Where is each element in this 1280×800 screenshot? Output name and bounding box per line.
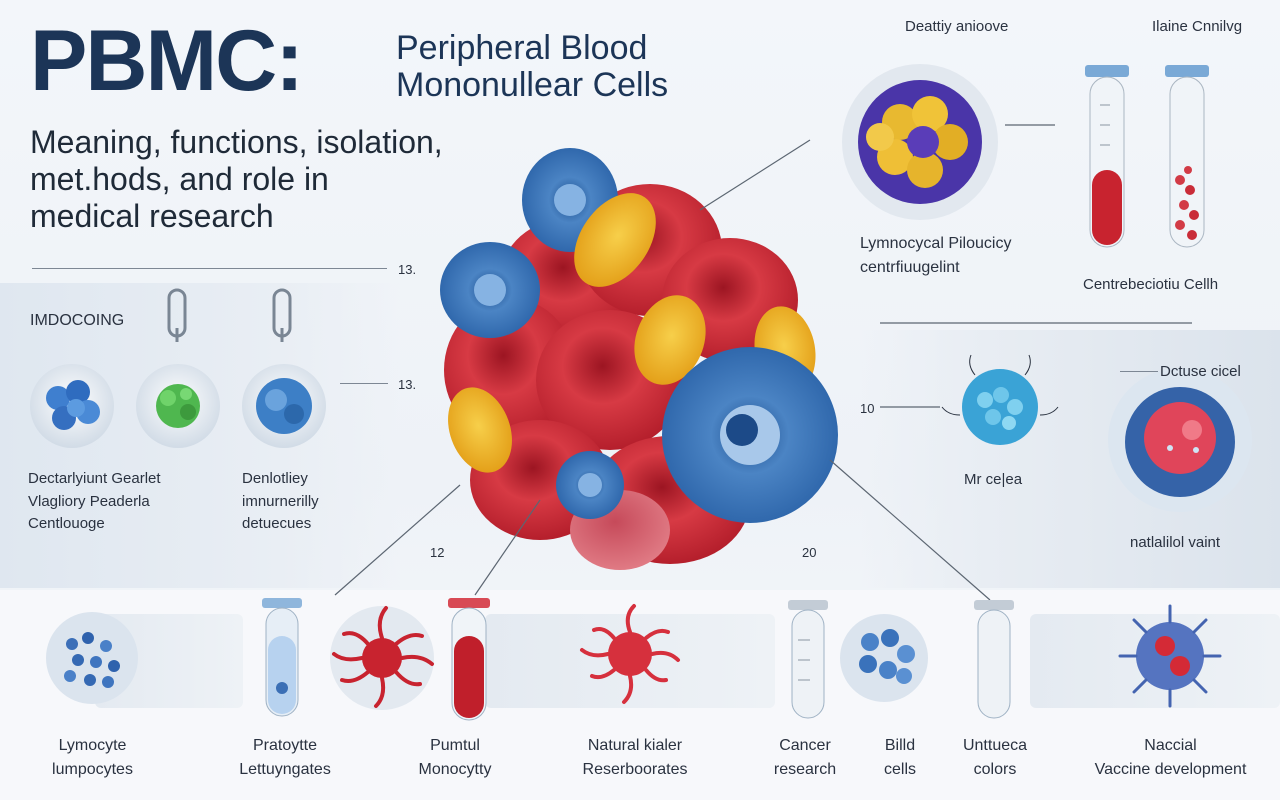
blood-cells-cluster-icon [840,614,928,702]
number-label-c: 12 [430,545,445,560]
top-right-cell-caption: Lymnocycal Piloucicy centrfiuugelint [860,232,1011,280]
top-right-label-b: Ilaine Cnnilvg [1152,18,1243,35]
natural-cell-illustration [1108,368,1252,512]
red-dendritic-cell-icon [330,606,434,710]
blue-cell-icon [242,364,326,448]
bottom-item-7: Unttueca colors [945,734,1045,782]
bottom-item-6-line2: cells [883,761,916,778]
top-right-tube-caption: Centrebeciotiu Cellh [1083,276,1219,293]
green-cell-icon [136,364,220,448]
bottom-item-1: Lymocyte lumpocytes [20,734,165,782]
clear-tube-icon [974,600,1014,719]
caption-a-line1: Dectarlyiunt Gearlet [28,470,161,487]
subtitle-line2: met.hods, and role in [30,161,329,198]
bottom-icons-row [46,598,1222,721]
cell-caption-line1: Lymnocycal Piloucicy [860,235,1012,252]
bottom-item-2: Pratoytte Lettuyngates [225,734,345,782]
bottom-item-5-line1: Cancer [779,737,831,754]
number-label-b: 13. [398,377,417,392]
page-title-sub: Peripheral Blood Mononullear Cells [396,30,668,103]
left-cell-row [30,364,326,448]
cell-caption-line2: centrfiuugelint [860,259,960,276]
test-tubes-top [1085,65,1209,248]
cluster-cell-icon-1 [30,364,114,448]
left-panel-label: IMDOCOING [30,312,125,329]
lymphocyte-cluster-icon [46,612,138,704]
bottom-item-7-line1: Unttueca [962,737,1028,754]
tube-cells-icon [1165,65,1209,248]
connector-dctuse [1120,371,1158,372]
bottom-item-8: Naccial Vaccine development [1078,734,1263,782]
caption-a: Dectarlyiunt Gearlet Vlagliory Peaderla … [28,468,161,536]
bottom-item-6-line1: Billd [884,737,916,754]
caption-a-line2: Vlagliory Peaderla [28,492,150,510]
title-sub-line1: Peripheral Blood [396,29,648,67]
subtitle-line1: Meaning, functions, isolation, [30,124,443,160]
lymphocyte-cell-illustration [842,64,998,220]
divider-left [32,268,387,269]
bottom-item-4: Natural kialer Reserboorates [560,734,710,782]
hook-icons [167,288,292,342]
mr-cell-illustration [941,354,1059,445]
right-panel-label-c: natlalilol vaint [1130,534,1221,551]
caption-b-line2: imnurnerilly [242,492,319,510]
blue-tube-icon [262,598,302,717]
bottom-item-8-line1: Naccial [1144,737,1197,754]
blood-cell-cluster-illustration [440,148,838,570]
title-sub-line2: Mononullear Cells [396,65,669,104]
right-panel-label-b: Mr ce|ea [964,471,1023,488]
bottom-item-7-line2: colors [973,761,1017,778]
tube-red-icon [1085,65,1129,248]
divider-left-short [340,383,388,384]
caption-b-line3: detuecues [242,515,312,532]
bottom-item-2-line2: Lettuyngates [239,761,331,778]
caption-b: Denlotliey imnurnerilly detuecues [242,468,319,536]
subtitle-line3: medical research [30,198,274,235]
bottom-item-5: Cancer research [755,734,855,782]
bottom-item-4-line2: Reserboorates [582,761,688,778]
caption-a-line3: Centlouoge [28,515,105,532]
bottom-item-2-line1: Pratoytte [252,737,318,754]
empty-tube-icon [788,600,828,719]
bottom-item-4-line1: Natural kialer [587,737,683,754]
page-subtitle: Meaning, functions, isolation, met.hods,… [30,124,550,235]
bottom-item-3-line2: Monocytty [418,761,492,778]
bottom-item-1-line1: Lymocyte [58,737,127,754]
bottom-item-1-line2: lumpocytes [52,761,133,778]
bottom-item-3-line1: Pumtul [430,737,480,754]
top-right-label-a: Deattiy anioove [905,18,1009,35]
bottom-item-3: Pumtul Monocytty [400,734,510,782]
right-panel-label-a: Dctuse cicel [1160,363,1241,380]
bottom-item-5-line2: research [773,761,837,778]
vaccine-cell-icon [1118,604,1222,708]
number-label-a: 13. [398,262,417,277]
number-label-e: 10 [860,401,875,416]
bottom-item-8-line2: Vaccine development [1094,761,1247,778]
caption-b-line1: Denlotliey [242,470,308,487]
bottom-item-6: Billd cells [860,734,940,782]
number-label-d: 20 [802,545,817,560]
red-tube-icon [448,598,490,721]
page-title: PBMC: [30,13,304,109]
natural-killer-cell-icon [580,604,680,704]
